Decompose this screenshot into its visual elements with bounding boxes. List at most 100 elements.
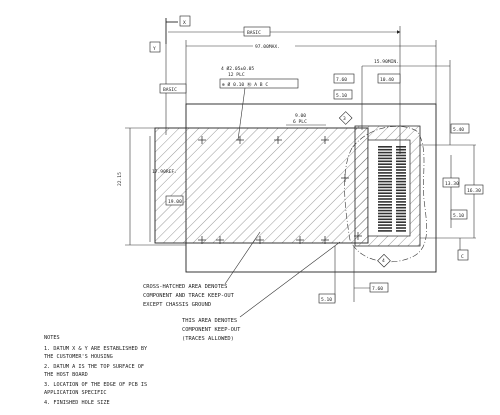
hole-cross [296,236,304,244]
dim-10-40-text: 10.40 [380,77,394,83]
thin-caption-line3: (TRACES ALLOWED) [182,336,234,342]
dim-22-15-text: 22.15 [117,172,123,186]
connector-pin [396,163,406,165]
hole-cross [354,232,362,240]
dim-top-right-group: 7.60 10.40 5.10 15.90MIN. [333,59,451,145]
hole-spec-line1: 4 Ø2.05±0.05 [221,65,254,72]
detail-marker-4: 4 [377,253,391,268]
hole-spec-line2: 12 PLC [228,72,245,78]
dim-basic-left-text: BASIC [163,87,177,93]
crosshatch-caption-line1: CROSS-HATCHED AREA DENOTES [143,284,227,290]
crosshatch-caption-line2: COMPONENT AND TRACE KEEP-OUT [143,293,235,299]
connector-pin [396,215,406,218]
hole-cross [236,136,244,144]
connector-pin [378,189,392,192]
hole-cross [321,236,329,244]
connector-pin [378,215,392,218]
note-1a: 1. DATUM X & Y ARE ESTABLISHED BY [44,346,148,352]
connector-pin [378,195,392,197]
datum-x-marker: X [165,15,191,44]
thin-caption-line1: THIS AREA DENOTES [182,318,237,324]
connector-pin [378,204,392,206]
dim-9-00-text: 9.00 [295,113,306,119]
note-4: 4. FINISHED HOLE SIZE [44,400,110,406]
connector-pin [378,175,392,177]
connector-pin [378,206,392,209]
connector-pin [378,177,392,180]
crosshatch-keepout-area [154,127,369,244]
connector-pin [378,146,392,148]
hole-cross [216,236,224,244]
connector-pin [378,163,392,165]
dim-left-group: 22.15 17.90REF. 19.00 [117,127,186,246]
datum-c-text: C [461,254,464,260]
connector-pin [396,157,406,160]
notes-title: NOTES [44,335,60,341]
hole-cross [341,174,349,182]
dim-16-30-text: 16.30 [467,188,481,194]
dim-right-group: 5.40 16.30 13.30 5.10 [420,123,484,239]
dim-5-10-text: 5.10 [336,93,347,99]
datum-x-text: X [183,20,186,26]
connector-pin [396,195,406,197]
dim-19-00-text: 19.00 [168,199,182,205]
connector-pin [396,189,406,192]
note-2b: THE HOST BOARD [44,372,88,378]
thin-area-caption: THIS AREA DENOTES COMPONENT KEEP-OUT (TR… [182,318,241,342]
connector-pin [378,157,392,160]
notes-block: NOTES 1. DATUM X & Y ARE ESTABLISHED BY … [44,335,148,406]
connector-pin [396,175,406,177]
connector-pin [396,169,406,171]
detail-3-text: 3 [343,116,346,122]
dim-5-40-text: 5.40 [453,127,464,133]
connector-pin [396,198,406,200]
connector-pin [396,186,406,189]
connector-pin [396,204,406,206]
connector-pin [378,192,392,194]
hole-cross [198,136,206,144]
note-3b: APPLICATION SPECIFIC [44,390,106,396]
datum-y-text: Y [153,46,156,52]
connector-pin [396,212,406,215]
connector-pin [378,180,392,183]
connector-pin [378,227,392,229]
connector-pin [396,154,406,157]
detail-4-text: 4 [382,258,385,264]
connector-pin [378,186,392,189]
dim-7-60-top-text: 7.60 [336,77,347,83]
connector-pin [396,172,406,174]
connector-pin [378,151,392,154]
dim-7-60-bottom-text: 7.60 [372,286,383,292]
connector-pin [378,209,392,212]
connector-pin [396,166,406,168]
connector-pin [396,151,406,154]
dim-5-10-right-text: 5.10 [453,213,464,219]
dim-5-10-bottom-text: 5.10 [321,297,332,303]
dim-basic-top-text: BASIC [247,30,261,36]
crosshatch-caption-line3: EXCEPT CHASSIS GROUND [143,302,211,308]
connector-pin [396,183,406,186]
connector-pin [378,198,392,200]
thin-caption-line2: COMPONENT KEEP-OUT [182,327,241,333]
note-1b: THE CUSTOMER'S HOUSING [44,354,113,360]
connector-pin [396,218,406,221]
connector-pin [396,224,406,226]
connector-pin [378,169,392,171]
hole-spec-callout: 4 Ø2.05±0.05 12 PLC ⊕ Ø 0.10 Ⓜ A B C [219,65,299,141]
connector-pin [396,192,406,194]
dim-overall-width-text: 97.00MAX. [255,44,280,50]
connector-pin [378,148,392,151]
datum-c-marker: C [457,238,469,261]
dim-6-plc-text: 6 PLC [293,119,307,125]
dim-17-90-ref-text: 17.90REF. [152,169,177,175]
detail-marker-3: 3 [338,111,353,125]
connector-pin [396,230,406,232]
connector-pin [378,221,392,223]
connector-pin [396,201,406,203]
mounting-holes [198,136,404,244]
connector-pin [378,218,392,221]
connector-pin [396,206,406,209]
connector-pin [378,183,392,186]
connector-pin [378,160,392,163]
